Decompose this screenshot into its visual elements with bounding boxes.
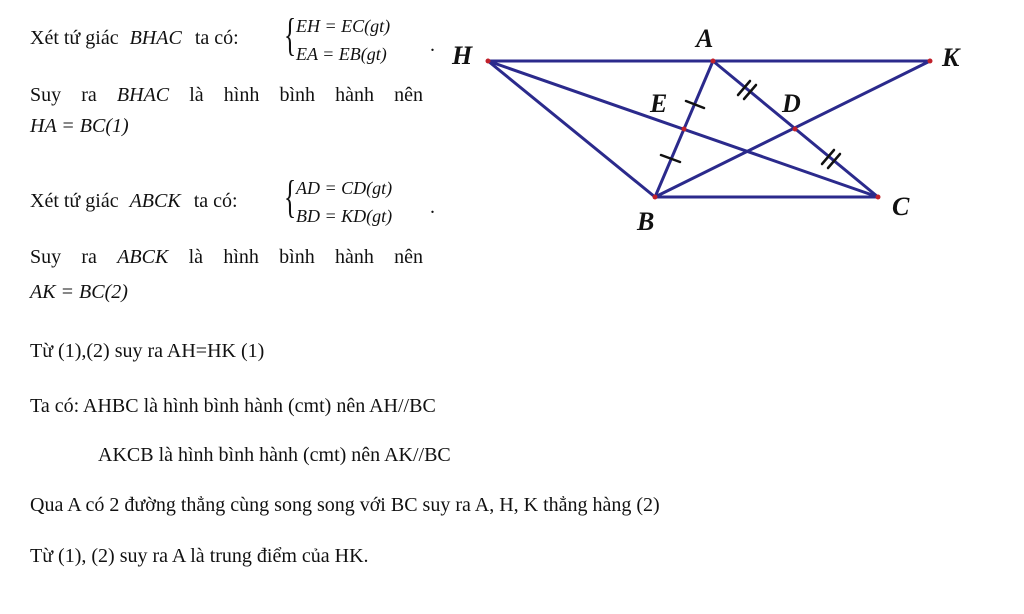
- line-2: Ta có: AHBC là hình bình hành (cmt) nên …: [30, 395, 436, 417]
- brace: {: [284, 171, 297, 222]
- segment-AB: [653, 59, 715, 199]
- point-K: [927, 58, 933, 64]
- equation-2: BD = KD(gt): [296, 206, 393, 226]
- line-1: Từ (1),(2) suy ra AH=HK (1): [30, 340, 265, 362]
- point-H: [485, 58, 491, 64]
- equation-1: AD = CD(gt): [296, 178, 393, 198]
- text: ta có:: [193, 190, 238, 212]
- text: Suy ra: [30, 246, 97, 268]
- text: Xét tứ giác: [30, 27, 119, 49]
- tick-AD-2: [742, 83, 758, 101]
- line-3: AKCB là hình bình hành (cmt) nên AK//BC: [98, 444, 451, 466]
- block1-conclusion: Suy ra BHAC là hình bình hành nên: [30, 84, 423, 107]
- segment-HC: [486, 59, 880, 199]
- brace: {: [284, 9, 297, 60]
- tick-AD-1: [736, 79, 752, 97]
- label-K: K: [941, 43, 961, 72]
- quad-name: BHAC: [129, 27, 182, 49]
- tick-EA: [684, 99, 706, 110]
- label-H: H: [451, 41, 473, 70]
- line-5: Từ (1), (2) suy ra A là trung điểm của H…: [30, 545, 369, 567]
- equation-1: EH = EC(gt): [296, 16, 391, 36]
- segment-HB: [486, 59, 657, 199]
- period: .: [430, 34, 435, 56]
- figure-points: [485, 58, 933, 200]
- point-E: [681, 126, 687, 132]
- equation-2: EA = EB(gt): [296, 44, 387, 64]
- block1-intro: Xét tứ giác BHAC ta có:: [30, 27, 239, 50]
- block2-result: AK = BC(2): [30, 281, 128, 303]
- text: ta có:: [194, 27, 239, 49]
- tick-DC-2: [826, 152, 842, 170]
- text: là hình bình hành nên: [188, 246, 424, 268]
- point-B: [652, 194, 658, 200]
- label-C: C: [892, 192, 910, 221]
- segment-AC: [711, 59, 880, 199]
- system-block1: { EH = EC(gt) EA = EB(gt) .: [284, 9, 435, 68]
- point-C: [875, 194, 881, 200]
- text: là hình bình hành nên: [189, 84, 424, 106]
- period: .: [430, 196, 435, 218]
- system-block2: { AD = CD(gt) BD = KD(gt) .: [284, 171, 435, 230]
- label-B: B: [636, 207, 654, 236]
- block2-intro: Xét tứ giác ABCK ta có:: [30, 190, 238, 213]
- point-A: [710, 58, 716, 64]
- tick-DC-1: [820, 148, 836, 166]
- tick-marks: [659, 79, 842, 170]
- quad-name: ABCK: [117, 246, 169, 268]
- label-E: E: [649, 89, 667, 118]
- point-D: [792, 126, 798, 132]
- text: Xét tứ giác: [30, 190, 119, 212]
- line-4: Qua A có 2 đường thẳng cùng song song vớ…: [30, 494, 660, 516]
- tick-EB: [659, 153, 682, 164]
- figure-labels: H A K E D B C: [451, 24, 961, 236]
- text: Suy ra: [30, 84, 97, 106]
- quad-name: ABCK: [129, 190, 181, 212]
- label-A: A: [694, 24, 713, 53]
- segment-BK: [653, 59, 932, 199]
- quad-name: BHAC: [116, 84, 170, 106]
- block1-result: HA = BC(1): [30, 115, 129, 137]
- label-D: D: [781, 89, 801, 118]
- block2-conclusion: Suy ra ABCK là hình bình hành nên: [30, 246, 423, 269]
- figure-lines: [486, 59, 932, 199]
